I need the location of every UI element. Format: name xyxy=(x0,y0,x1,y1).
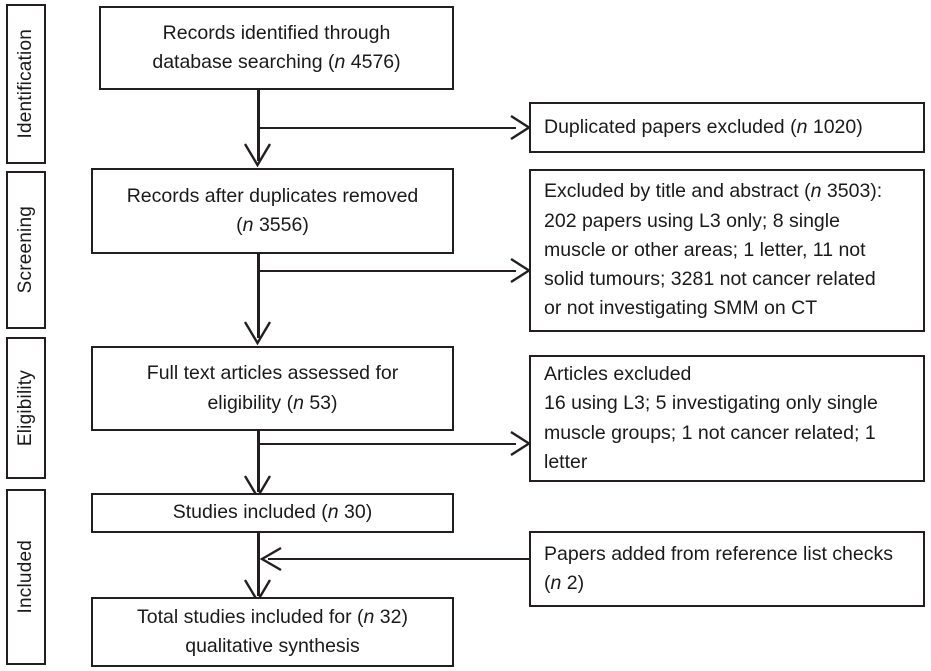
stage-eligibility: Eligibility xyxy=(6,337,46,479)
arrowhead-down-to-full-text xyxy=(243,321,272,346)
box-papers-added-reference-checks: Papers added from reference list checks(… xyxy=(529,531,925,607)
connector-branch-articles-excluded xyxy=(258,443,516,445)
arrowhead-down-to-records-after-duplicates xyxy=(243,143,272,168)
stage-label-identification: Identification xyxy=(15,29,36,139)
stage-identification: Identification xyxy=(6,4,46,164)
stage-screening: Screening xyxy=(6,171,46,329)
connector-stem-4 xyxy=(257,532,260,596)
stage-label-screening: Screening xyxy=(15,206,36,294)
box-studies-included-text: Studies included (n 30) xyxy=(172,501,373,524)
box-total-studies-included: Total studies included for (n 32)qualita… xyxy=(91,597,454,667)
arrowhead-left-to-stem xyxy=(259,546,282,572)
connector-branch-papers-added xyxy=(268,558,529,560)
connector-stem-3 xyxy=(257,430,260,492)
connector-stem-1 xyxy=(257,89,260,161)
stage-included: Included xyxy=(6,489,46,665)
box-excluded-title-abstract: Excluded by title and abstract (n 3503):… xyxy=(529,169,925,332)
connector-branch-title-abstract xyxy=(258,270,516,272)
box-records-after-duplicates: Records after duplicates removed(n 3556) xyxy=(91,168,454,254)
stage-label-included: Included xyxy=(15,540,36,614)
connector-branch-duplicates xyxy=(258,127,516,129)
connector-stem-2 xyxy=(257,254,260,338)
box-studies-included: Studies included (n 30) xyxy=(91,493,454,533)
box-duplicated-papers-excluded: Duplicated papers excluded (n 1020) xyxy=(529,102,925,153)
box-total-studies-included-text: Total studies included for (n 32)qualita… xyxy=(136,605,408,657)
stage-label-eligibility: Eligibility xyxy=(15,369,36,447)
box-excluded-title-abstract-text: Excluded by title and abstract (n 3503):… xyxy=(544,180,883,320)
box-duplicated-papers-excluded-text: Duplicated papers excluded (n 1020) xyxy=(544,115,863,138)
box-records-after-duplicates-text: Records after duplicates removed(n 3556) xyxy=(126,184,419,236)
box-papers-added-reference-checks-text: Papers added from reference list checks(… xyxy=(544,542,894,594)
